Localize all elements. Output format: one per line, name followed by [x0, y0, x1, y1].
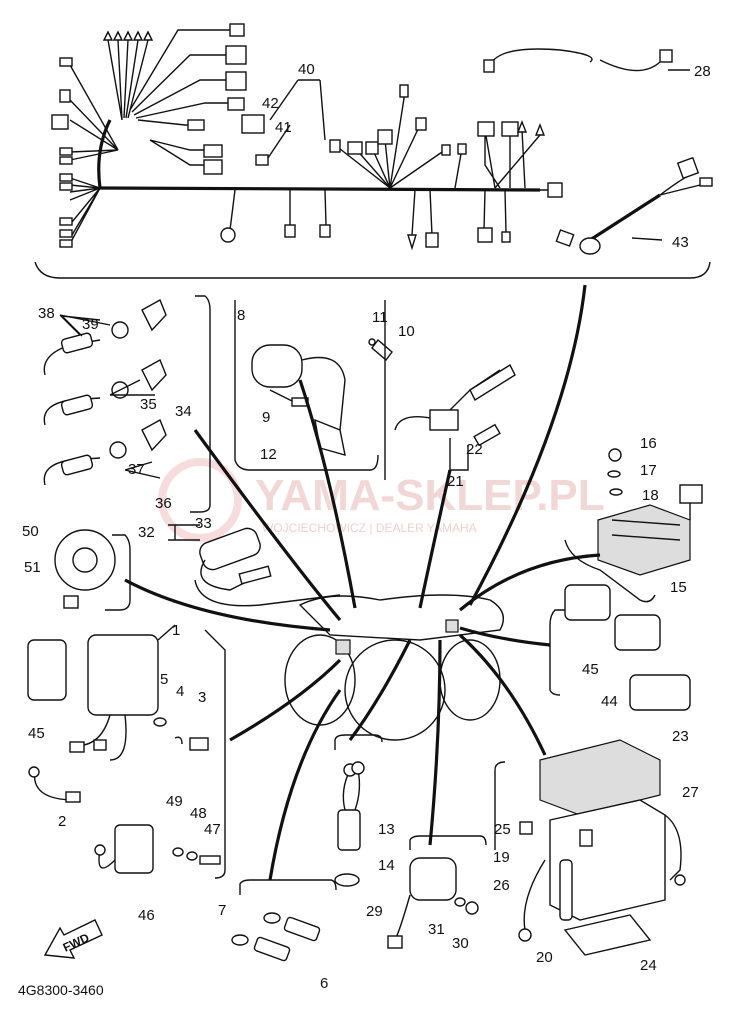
callout-26: 26 [493, 877, 510, 894]
callout-50: 50 [22, 523, 39, 540]
callout-42: 42 [262, 95, 279, 112]
spark-plug-lead [194, 527, 341, 607]
callout-21: 21 [447, 473, 464, 490]
callout-44: 44 [601, 693, 618, 710]
callout-45-left: 45 [28, 725, 45, 742]
callout-51: 51 [24, 559, 41, 576]
callout-6: 6 [320, 975, 328, 992]
callout-35: 35 [140, 396, 157, 413]
callout-8: 8 [237, 307, 245, 324]
callout-32: 32 [138, 524, 155, 541]
sub-harness-43 [555, 156, 713, 255]
callout-22: 22 [466, 441, 483, 458]
drawing-code: 4G8300-3460 [18, 982, 104, 998]
callout-31: 31 [428, 921, 445, 938]
callout-18: 18 [642, 487, 659, 504]
callout-14: 14 [378, 857, 395, 874]
callout-39: 39 [82, 316, 99, 333]
callout-13: 13 [378, 821, 395, 838]
cdi-unit-group [28, 624, 226, 879]
wire-harness [34, 23, 711, 279]
callout-38: 38 [38, 305, 55, 322]
callout-23: 23 [672, 728, 689, 745]
watermark-subtext: WOJCIECHOWICZ | DEALER YAMAHA [262, 521, 477, 535]
starter-relay [387, 835, 487, 949]
callout-41: 41 [275, 119, 292, 136]
callout-25: 25 [494, 821, 511, 838]
watermark: YAMA-SKLEP.PL WOJCIECHOWICZ | DEALER YAM… [158, 458, 605, 542]
callout-49: 49 [166, 793, 183, 810]
ignition-coil-group [234, 300, 393, 471]
callout-27: 27 [682, 784, 699, 801]
callout-43: 43 [672, 234, 689, 251]
callout-36: 36 [155, 495, 172, 512]
callout-47: 47 [204, 821, 221, 838]
callout-34: 34 [175, 403, 192, 420]
callout-17: 17 [640, 462, 657, 479]
harness-connectors-bottom [220, 182, 563, 251]
callout-11: 11 [372, 309, 388, 326]
callout-24: 24 [640, 957, 657, 974]
callout-16: 16 [640, 435, 657, 452]
callout-1: 1 [172, 622, 180, 639]
callout-10: 10 [398, 323, 415, 340]
callout-46: 46 [138, 907, 155, 924]
wire-lead-28 [483, 48, 673, 73]
harness-connectors-left [51, 23, 269, 248]
harness-connectors-top-right [329, 84, 546, 156]
callout-40: 40 [298, 61, 315, 78]
spark-plug-set [231, 879, 337, 962]
cover-group-right [549, 584, 691, 711]
callout-9: 9 [262, 409, 270, 426]
callout-leaders [61, 69, 690, 541]
horn [54, 529, 131, 611]
rectifier-regulator [564, 448, 703, 603]
leader-lines [124, 284, 601, 881]
callout-33: 33 [195, 515, 212, 532]
fuse-holder-group [384, 300, 516, 480]
cover-45-left [27, 639, 67, 701]
callout-7: 7 [218, 902, 226, 919]
callout-4: 4 [176, 683, 184, 700]
callout-45-right: 45 [582, 661, 599, 678]
plug-cap-group [43, 295, 211, 513]
callout-5: 5 [160, 671, 168, 688]
callout-28: 28 [694, 63, 711, 80]
callout-labels: 1 2 3 4 5 6 7 8 9 10 11 12 13 14 15 16 1… [22, 61, 711, 992]
callout-30: 30 [452, 935, 469, 952]
callout-12: 12 [260, 446, 277, 463]
callout-20: 20 [536, 949, 553, 966]
callout-3: 3 [198, 689, 206, 706]
watermark-text: YAMA-SKLEP.PL [255, 471, 605, 520]
callout-37: 37 [128, 461, 145, 478]
callout-48: 48 [190, 805, 207, 822]
callout-29: 29 [366, 903, 383, 920]
callout-19: 19 [493, 849, 510, 866]
forward-direction-arrow: FWD [43, 919, 103, 959]
callout-15: 15 [670, 579, 687, 596]
battery-group [494, 739, 686, 956]
callout-2: 2 [58, 813, 66, 830]
neutral-switch [334, 734, 383, 887]
